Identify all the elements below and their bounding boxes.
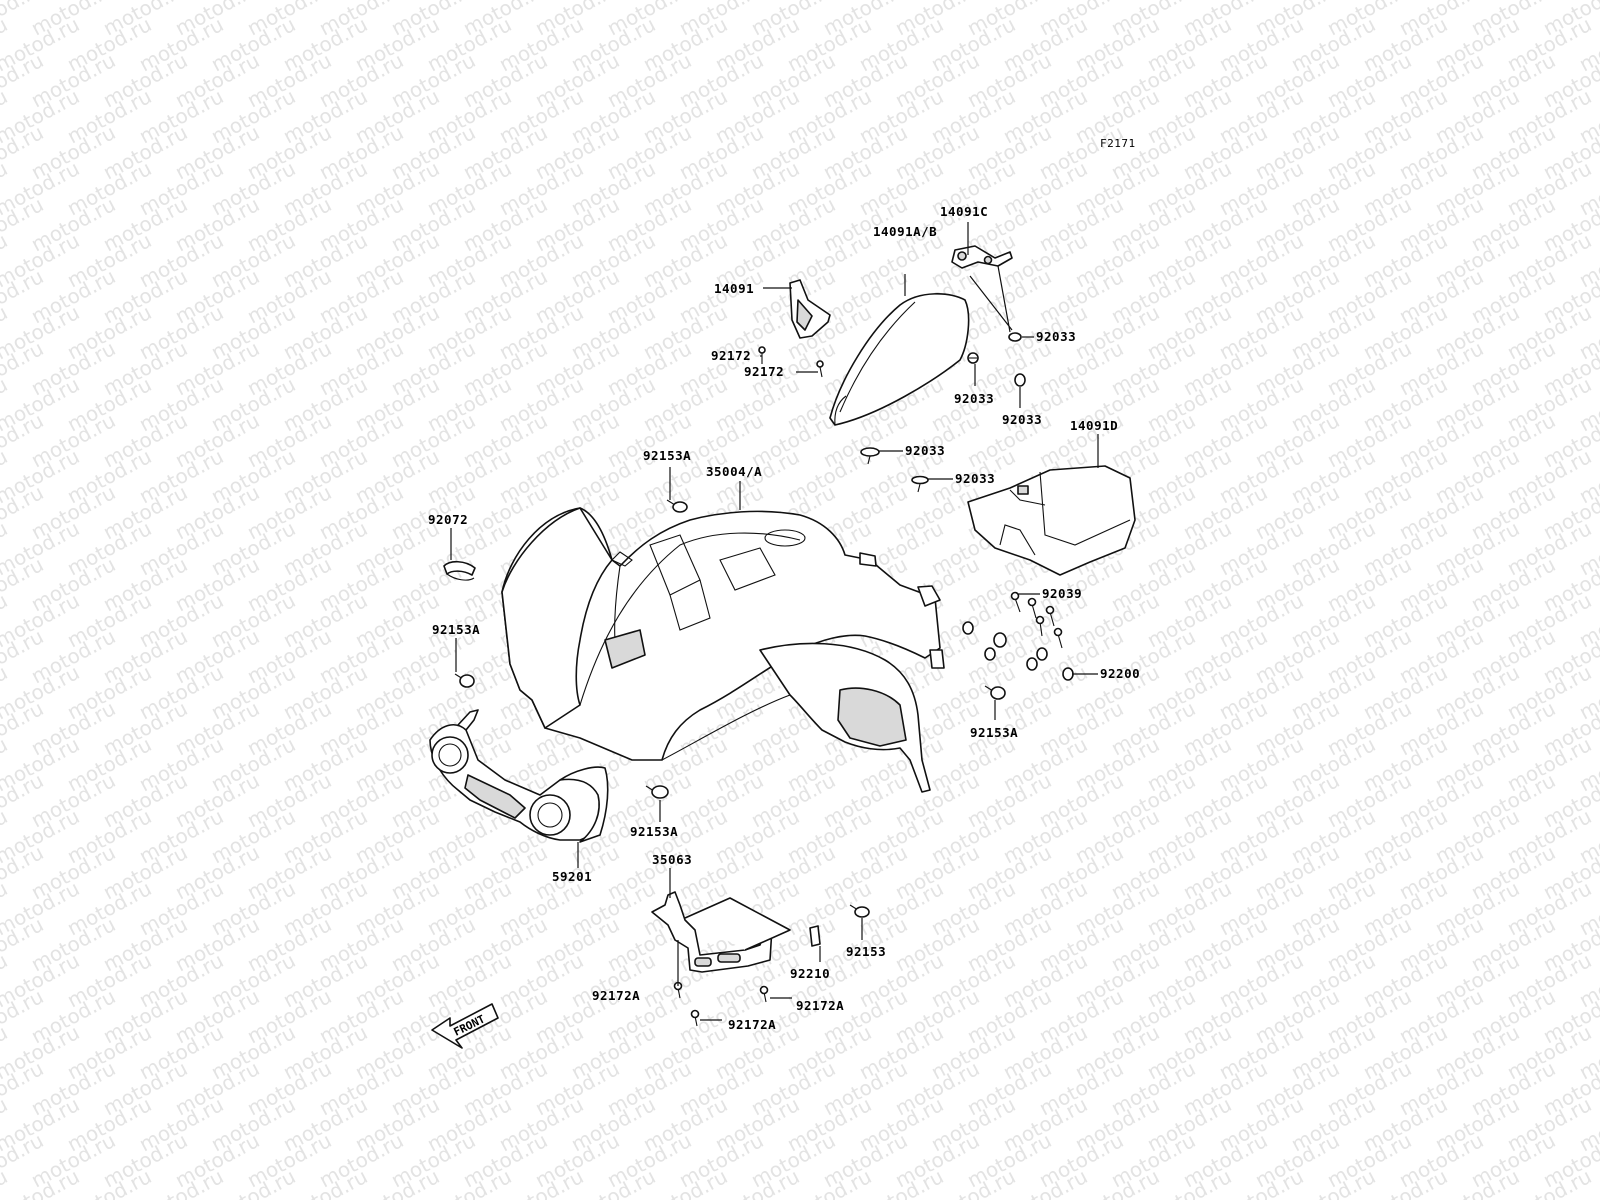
callout-92172a-a: 92172A bbox=[592, 988, 640, 1003]
callout-92153a-a: 92153A bbox=[643, 448, 691, 463]
clip-92033-a bbox=[1008, 332, 1022, 342]
callout-14091: 14091 bbox=[714, 281, 754, 296]
band-92072 bbox=[443, 560, 476, 581]
tray-14091d bbox=[967, 465, 1136, 576]
bolt-92153a-b bbox=[454, 673, 475, 688]
watermark-text: motod.ru bbox=[1575, 0, 1600, 4]
headlight-housing-59201 bbox=[429, 709, 609, 843]
bolt-92153a-c bbox=[984, 685, 1006, 700]
callout-92153a-d: 92153A bbox=[630, 824, 678, 839]
callout-14091c: 14091C bbox=[940, 204, 988, 219]
watermark-text: motod.ru bbox=[0, 1164, 11, 1200]
washers-92200 bbox=[962, 621, 1074, 681]
bracket-35063 bbox=[651, 891, 821, 973]
bracket-14091c bbox=[951, 245, 1013, 269]
callout-92033-e: 92033 bbox=[955, 471, 995, 486]
bolt-92153a-a bbox=[666, 499, 688, 513]
figure-code: F2171 bbox=[1100, 137, 1136, 150]
windscreen-14091ab bbox=[829, 293, 970, 426]
front-fender-35004a bbox=[501, 507, 945, 793]
screw-92172-a bbox=[758, 346, 766, 364]
front-direction-arrow: FRONT bbox=[431, 1003, 499, 1049]
callout-35063: 35063 bbox=[652, 852, 692, 867]
callout-92039: 92039 bbox=[1042, 586, 1082, 601]
callout-92033-c: 92033 bbox=[1002, 412, 1042, 427]
cover-14091 bbox=[789, 279, 831, 339]
bolt-92153a-d bbox=[645, 785, 669, 799]
callout-14091d: 14091D bbox=[1070, 418, 1118, 433]
callout-92033-a: 92033 bbox=[1036, 329, 1076, 344]
callout-92172-b: 92172 bbox=[744, 364, 784, 379]
callout-59201: 59201 bbox=[552, 869, 592, 884]
bolt-92153 bbox=[849, 904, 870, 918]
callout-92153a-c: 92153A bbox=[970, 725, 1018, 740]
callout-92033-d: 92033 bbox=[905, 443, 945, 458]
screw-92172-b bbox=[816, 360, 824, 378]
clip-92033-e bbox=[911, 475, 929, 493]
leader-lines bbox=[450, 222, 1099, 1021]
callout-14091ab: 14091A/B bbox=[873, 224, 937, 239]
callout-labels: 14091C 14091A/B 14091 92033 92172 92172 … bbox=[428, 204, 1140, 1032]
callout-92172-a: 92172 bbox=[711, 348, 751, 363]
screws-92039 bbox=[1010, 591, 1063, 649]
callout-35004a: 35004/A bbox=[706, 464, 762, 479]
callout-92172a-c: 92172A bbox=[728, 1017, 776, 1032]
clip-92033-b bbox=[967, 352, 979, 364]
clip-92033-d bbox=[860, 447, 880, 465]
callout-92172a-b: 92172A bbox=[796, 998, 844, 1013]
clip-92033-c bbox=[1014, 373, 1026, 387]
callout-92072: 92072 bbox=[428, 512, 468, 527]
callout-92033-b: 92033 bbox=[954, 391, 994, 406]
callout-92210: 92210 bbox=[790, 966, 830, 981]
callout-92153a-b: 92153A bbox=[432, 622, 480, 637]
callout-92153: 92153 bbox=[846, 944, 886, 959]
screws-92172a bbox=[673, 981, 769, 1027]
callout-92200: 92200 bbox=[1100, 666, 1140, 681]
